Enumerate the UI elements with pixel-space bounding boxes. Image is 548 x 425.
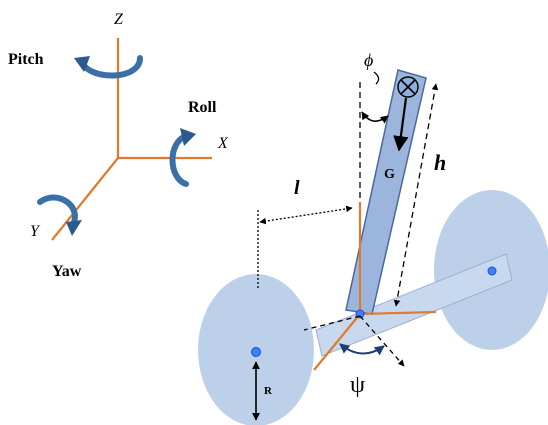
pendulum-body [345,69,427,315]
phi-angle-arc [361,111,389,124]
radius-label: R [264,385,273,397]
offset-l-label: l [294,177,300,199]
heading-direction-arrow [359,315,405,367]
gravity-arrow [393,97,409,152]
left-wheel-hub [251,347,261,357]
height-h-arrow [393,83,439,307]
phi-label: ϕ [364,50,373,70]
phi-rotation-icon [373,71,380,85]
y-axis-label: Y [30,223,41,240]
reference-frame: Z X Y Pitch Roll Yaw [8,11,229,280]
psi-angle-arc [339,343,385,356]
center-of-mass-icon [397,76,419,98]
offset-l-arrow [259,205,353,225]
gravity-label: G [384,167,395,182]
pitch-rotation-arrow-icon [74,55,143,79]
yaw-rotation-arrow-icon [37,194,82,236]
robot-diagram: R l ψ h G [198,50,548,425]
roll-rotation-arrow-icon [169,128,196,187]
right-wheel-hub [487,266,497,276]
yaw-label: Yaw [52,263,82,280]
y-axis-line [51,157,119,241]
roll-label: Roll [188,99,217,116]
psi-label: ψ [350,372,365,398]
height-h-label: h [434,150,446,175]
body-frame-right [359,310,437,316]
heading-reference-line [303,315,361,331]
x-axis-label: X [217,135,229,152]
z-axis-label: Z [114,11,124,28]
body-frame-diag [313,313,361,371]
pitch-label: Pitch [8,51,44,68]
